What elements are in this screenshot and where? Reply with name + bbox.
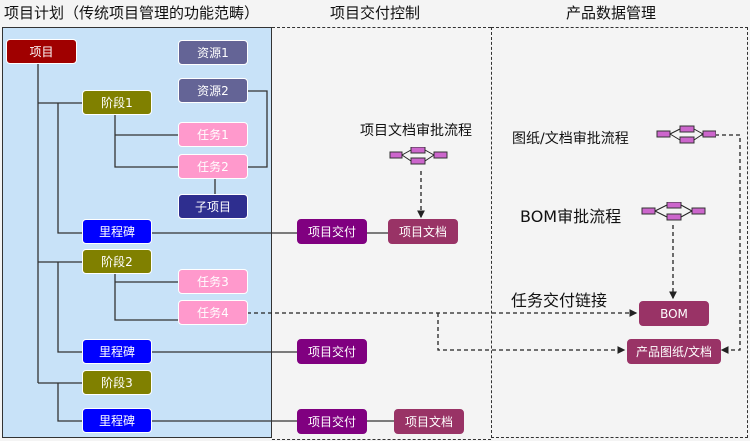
- project-node[interactable]: 项目: [6, 39, 77, 64]
- product-doc-node[interactable]: 产品图纸/文档: [627, 339, 721, 364]
- milestone2-node[interactable]: 里程碑: [82, 339, 152, 364]
- pdm-panel: [491, 27, 748, 438]
- phase1-node[interactable]: 阶段1: [82, 90, 152, 115]
- milestone3-node[interactable]: 里程碑: [82, 408, 152, 433]
- doc-approval-flow-icon: [389, 147, 448, 165]
- header-delivery: 项目交付控制: [330, 4, 421, 22]
- header-pdm: 产品数据管理: [566, 4, 657, 22]
- task-link-label: 任务交付链接: [511, 291, 608, 310]
- delivery-control-panel: [272, 27, 491, 440]
- resource2-node[interactable]: 资源2: [178, 78, 248, 103]
- doc-approval-label: 项目文档审批流程: [360, 123, 472, 139]
- bom-node[interactable]: BOM: [639, 301, 709, 326]
- bom-approval-label: BOM审批流程: [520, 207, 622, 226]
- resource1-node[interactable]: 资源1: [178, 40, 248, 65]
- doc1-node[interactable]: 项目文档: [388, 219, 458, 244]
- header-plan: 项目计划（传统项目管理的功能范畴）: [4, 4, 260, 22]
- task2-node[interactable]: 任务2: [178, 154, 248, 179]
- task4-node[interactable]: 任务4: [178, 300, 248, 325]
- task3-node[interactable]: 任务3: [178, 269, 248, 294]
- drawing-approval-label: 图纸/文档审批流程: [512, 131, 629, 147]
- milestone1-node[interactable]: 里程碑: [82, 219, 152, 244]
- phase2-node[interactable]: 阶段2: [82, 249, 152, 274]
- delivery1-node[interactable]: 项目交付: [297, 219, 367, 244]
- delivery3-node[interactable]: 项目交付: [297, 409, 367, 434]
- bom-approval-flow-icon: [641, 202, 706, 221]
- delivery2-node[interactable]: 项目交付: [297, 339, 367, 364]
- phase3-node[interactable]: 阶段3: [82, 370, 152, 395]
- drawing-approval-flow-icon: [656, 125, 716, 144]
- doc3-node[interactable]: 项目文档: [394, 409, 464, 434]
- task1-node[interactable]: 任务1: [178, 122, 248, 147]
- subproject-node[interactable]: 子项目: [178, 194, 248, 219]
